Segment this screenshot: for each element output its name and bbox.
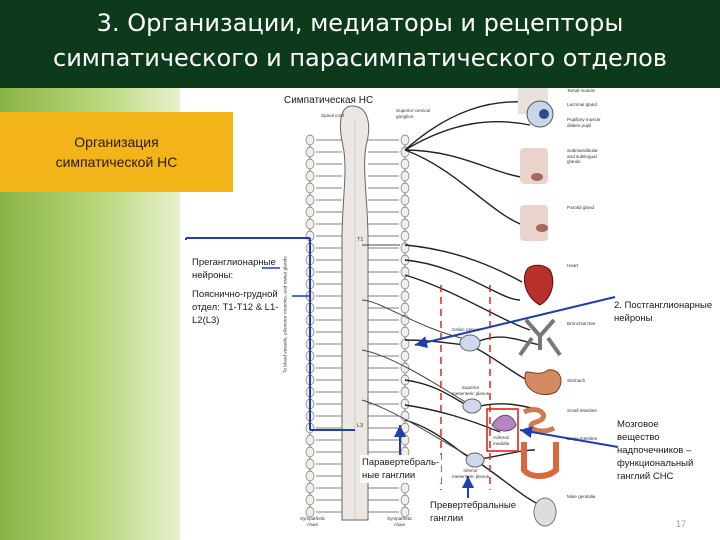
chain-ganglion <box>306 183 314 193</box>
chain-ganglion <box>401 483 409 493</box>
organ-label: Large intestine <box>567 436 611 442</box>
sympathetic-chain-left-label: Sympathetic chain <box>300 516 325 527</box>
chain-ganglion <box>401 231 409 241</box>
chain-ganglion <box>401 399 409 409</box>
adrenal-gland <box>492 415 516 431</box>
organ-label: Heart <box>567 263 611 269</box>
chain-ganglion <box>306 147 314 157</box>
chain-ganglion <box>401 219 409 229</box>
chain-ganglion <box>306 171 314 181</box>
chain-ganglion <box>306 483 314 493</box>
inferior-mesenteric-label: Inferior mesenteric plexus <box>452 468 489 479</box>
chain-ganglion <box>401 351 409 361</box>
organ-label: Parotid gland <box>567 205 611 211</box>
sympathetic-chain-right-label: Sympathetic chain <box>387 516 412 527</box>
postganglionic-fibers <box>405 102 540 505</box>
chain-ganglion <box>401 159 409 169</box>
vertical-note: To blood vessels, pilomotor muscles, and… <box>283 235 289 395</box>
slide-title: 3. Организации, медиаторы и рецепторы си… <box>0 6 720 76</box>
organ-label: Tarsal muscle <box>567 88 611 94</box>
organ-label: Submandibular and sublingual glands <box>567 148 611 165</box>
preganglionic-label: Преганглионарные нейроны: <box>192 256 276 282</box>
chain-ganglion <box>401 303 409 313</box>
superior-mesenteric-ganglion <box>463 399 481 413</box>
organ-label: Pupillary muscle dilates pupil <box>567 117 611 128</box>
thoracolumbar-label: Пояснично-грудной отдел: T1-T12 & L1- L2… <box>192 288 278 327</box>
chain-ganglion <box>306 447 314 457</box>
celiac-ganglion <box>460 335 480 351</box>
chain-ganglion <box>401 171 409 181</box>
chain-ganglion <box>401 195 409 205</box>
adrenal-medulla-label: Мозговое вещество надпочечников – функци… <box>617 418 693 483</box>
chain-ganglion <box>306 435 314 445</box>
organ-label: Male genitalia <box>567 494 611 500</box>
chain-ganglion <box>401 207 409 217</box>
superior-cervical-label: Superior cervical ganglion <box>396 108 430 119</box>
preganglionic-fibers <box>362 245 472 458</box>
chain-ganglion <box>401 423 409 433</box>
chain-ganglion <box>401 387 409 397</box>
chain-ganglion <box>401 435 409 445</box>
postganglionic-label: 2. Постганглионарные нейроны <box>614 299 712 325</box>
organ-label: Small intestine <box>567 408 611 414</box>
chain-ganglion <box>401 183 409 193</box>
chain-ganglion <box>306 219 314 229</box>
chain-ganglion <box>306 207 314 217</box>
t1-label: T1 <box>357 238 363 244</box>
chain-ganglion <box>306 495 314 505</box>
organ-icons <box>518 88 561 526</box>
slide-header: 3. Организации, медиаторы и рецепторы си… <box>0 0 720 88</box>
chain-ganglion <box>306 135 314 145</box>
chain-ganglion <box>306 471 314 481</box>
chain-ganglion <box>306 195 314 205</box>
adrenal-label: Adrenal medulla <box>493 435 509 446</box>
spinal-cord-label: Spinal cord <box>321 113 344 119</box>
l3-label: L3 <box>357 424 363 430</box>
inferior-mesenteric-ganglion <box>466 453 484 467</box>
chain-ganglion <box>401 243 409 253</box>
chain-ganglion <box>401 291 409 301</box>
organ-label: Stomach <box>567 378 611 384</box>
chain-ganglion <box>401 279 409 289</box>
chain-ganglion <box>401 495 409 505</box>
chain-ganglion <box>306 159 314 169</box>
organ-label: Lacrimal gland <box>567 102 611 108</box>
chain-ganglion <box>306 459 314 469</box>
prevertebral-label: Превертебральные ганглии <box>428 498 518 526</box>
celiac-label: Celiac plexus <box>452 327 479 333</box>
chain-ganglion <box>401 135 409 145</box>
paravertebral-label: Паравертебраль- ные ганглии <box>360 455 441 483</box>
slide-number: 17 <box>676 519 686 529</box>
superior-mesenteric-label: Superior mesenteric plexus <box>452 385 489 396</box>
chain-ganglion <box>401 327 409 337</box>
diagram-title: Симпатическая НС <box>284 94 373 107</box>
organ-label: Bronchial tree <box>567 321 611 327</box>
